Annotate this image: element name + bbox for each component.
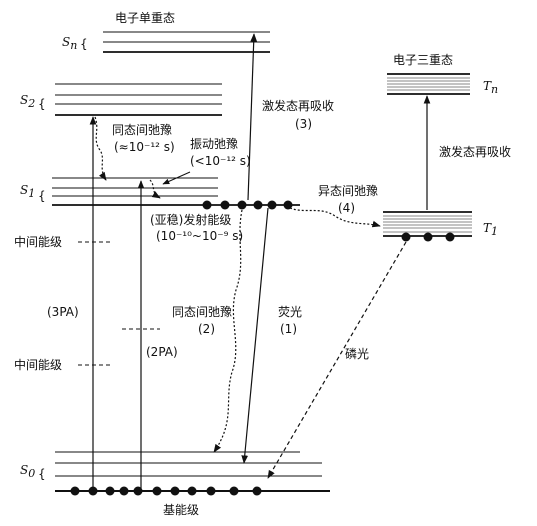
s0-brace: { xyxy=(38,467,46,481)
internal-conversion-lower-arrow xyxy=(213,209,243,453)
s0-levels xyxy=(55,451,330,492)
sn-label: Sn xyxy=(62,35,77,52)
ic-lower-label: 同态间弛豫 xyxy=(172,305,232,319)
singlet-esa-arrow xyxy=(247,33,258,201)
s1-label: S1 xyxy=(20,183,35,200)
s2-label: S2 xyxy=(20,93,35,110)
vibrational-relaxation-arrow xyxy=(149,179,161,199)
vib-relax-time: (<10⁻¹² s) xyxy=(190,154,251,168)
intermediate-lower-label: 中间能级 xyxy=(14,357,62,372)
ic-lower-num: (2) xyxy=(198,322,215,336)
vib-relax-label: 振动弛豫 xyxy=(190,137,238,151)
sn-levels xyxy=(103,31,270,53)
fluorescence-arrow xyxy=(241,207,269,464)
phosphorescence-label: 磷光 xyxy=(345,346,369,361)
fluorescence-label: 荧光 xyxy=(278,305,302,319)
ic-upper-time: (≈10⁻¹² s) xyxy=(114,140,175,154)
tn-levels xyxy=(387,73,470,95)
three-pa-label: (3PA) xyxy=(47,305,79,319)
two-pa-label: (2PA) xyxy=(146,345,178,359)
intermediate-upper-label: 中间能级 xyxy=(14,234,62,249)
ic-upper-label: 同态间弛豫 xyxy=(112,123,172,137)
metastable-label: (亚稳)发射能级 xyxy=(150,212,231,227)
intersystem-crossing-arrow xyxy=(289,207,381,228)
isc-label: 异态间弛豫 xyxy=(318,184,378,198)
fluorescence-num: (1) xyxy=(280,322,297,336)
s2-levels xyxy=(55,83,222,116)
t1-label: T1 xyxy=(483,221,498,238)
t1-levels xyxy=(383,211,472,237)
tn-label: Tn xyxy=(483,79,498,96)
s1-levels xyxy=(52,177,300,206)
metastable-time: (10⁻¹⁰~10⁻⁹ s) xyxy=(156,229,243,243)
vibrational-relaxation-pointer xyxy=(162,171,191,185)
s1-brace: { xyxy=(38,189,46,203)
ground-level-label: 基能级 xyxy=(163,503,199,517)
triplet-title: 电子三重态 xyxy=(393,53,453,67)
phosphorescence-arrow xyxy=(267,241,407,479)
isc-num: (4) xyxy=(338,201,355,215)
t1-population-dots xyxy=(401,232,455,242)
esa-singlet-label: 激发态再吸收 xyxy=(262,98,334,113)
esa-triplet-label: 激发态再吸收 xyxy=(439,144,511,159)
s0-label: S0 xyxy=(20,463,35,480)
internal-conversion-upper-arrow xyxy=(94,116,107,181)
s2-brace: { xyxy=(38,97,46,111)
ground-population-dots xyxy=(70,486,262,496)
singlet-title: 电子单重态 xyxy=(115,11,175,25)
sn-brace: { xyxy=(80,37,88,51)
s1-population-dots xyxy=(202,200,293,210)
esa-singlet-num: (3) xyxy=(295,117,312,131)
